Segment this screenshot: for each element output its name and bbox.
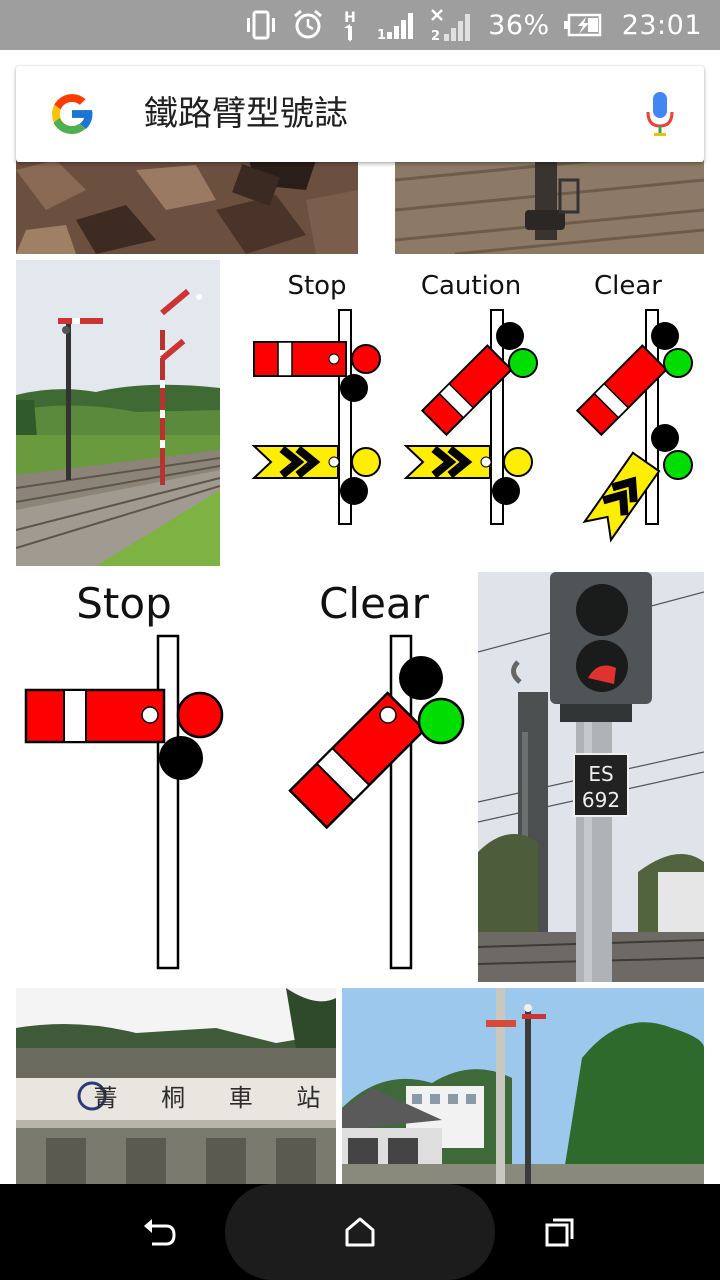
result-image-semaphore-diagram[interactable]: Stop Clear: [16, 572, 472, 982]
signal-sim2-icon: 2: [430, 0, 474, 50]
back-button[interactable]: [120, 1184, 200, 1280]
result-image-deck-photo[interactable]: [395, 150, 704, 254]
chart-label-caution: Caution: [421, 271, 521, 301]
signal-plate-line2: 692: [582, 788, 620, 812]
navigation-bar: [0, 1184, 720, 1280]
svg-text:1: 1: [377, 28, 386, 40]
result-image-signal-aspect-chart[interactable]: Stop Caution Clear: [226, 260, 704, 566]
vibrate-icon: [244, 0, 278, 50]
home-button[interactable]: [320, 1184, 400, 1280]
recents-icon: [545, 1218, 574, 1247]
clock-time: 23:01: [621, 9, 702, 41]
chart-label-clear: Clear: [594, 271, 662, 301]
signal-sim1-icon: 1: [376, 0, 416, 50]
battery-charging-icon: [563, 0, 602, 50]
diagram-label-clear: Clear: [319, 579, 430, 628]
home-pill: [225, 1184, 495, 1280]
home-icon: [345, 1217, 375, 1247]
network-type-label: H: [344, 10, 356, 26]
result-image-ballast-photo[interactable]: [16, 150, 358, 254]
result-image-semaphore-landscape[interactable]: [16, 260, 220, 566]
diagram-label-stop: Stop: [76, 579, 171, 628]
google-g-logo[interactable]: [46, 88, 98, 140]
back-icon: [144, 1219, 176, 1246]
station-sign-text: 菁 桐 車 站: [94, 1084, 336, 1112]
sim2-label: 2: [431, 29, 440, 42]
status-bar: H 1 2: [0, 0, 720, 50]
search-query[interactable]: 鐵路臂型號誌: [144, 94, 348, 134]
image-results-grid: Stop Caution Clear: [16, 150, 704, 1184]
data-activity-icon: H: [338, 0, 362, 50]
result-image-light-signal-photo[interactable]: ES 692: [478, 572, 704, 982]
chart-label-stop: Stop: [287, 271, 346, 301]
signal-plate-line1: ES: [588, 762, 613, 786]
battery-percent: 36%: [488, 9, 550, 41]
result-image-semaphore-shed-photo[interactable]: [342, 988, 704, 1184]
search-box[interactable]: 鐵路臂型號誌: [16, 66, 704, 162]
alarm-icon: [292, 0, 324, 50]
recents-button[interactable]: [520, 1184, 600, 1280]
microphone-icon[interactable]: [644, 90, 676, 138]
result-image-station-photo[interactable]: 菁 桐 車 站: [16, 988, 336, 1184]
